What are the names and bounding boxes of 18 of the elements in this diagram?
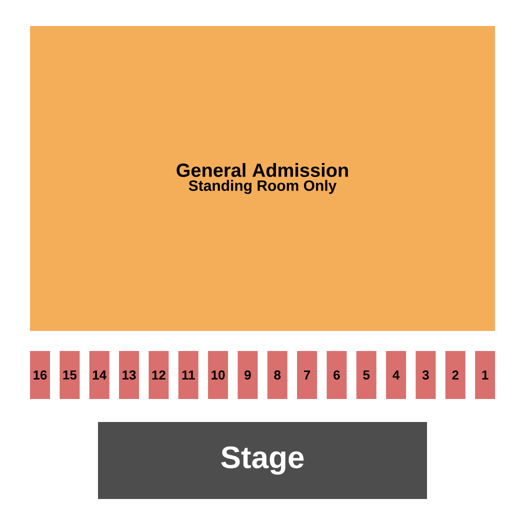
seat-section: 1 [475,351,496,399]
seat-section: 5 [356,351,376,399]
seat-section: 7 [297,351,318,399]
seat-section: 11 [178,351,198,399]
seat-section: 2 [445,351,466,399]
seat-section: 16 [30,351,50,399]
seat-section: 15 [60,351,80,399]
seat-section: 13 [119,351,139,399]
seat-section: 6 [326,351,347,399]
seat-section: 9 [238,351,258,399]
seat-section: 10 [208,351,228,399]
seat-section: 8 [267,351,288,399]
seat-section: 4 [386,351,406,399]
seat-section: 14 [89,351,110,399]
stage: Stage [98,422,427,499]
seat-section: 12 [148,351,169,399]
general-admission-area: General Admission Standing Room Only [30,26,495,331]
seat-section: 3 [416,351,436,399]
